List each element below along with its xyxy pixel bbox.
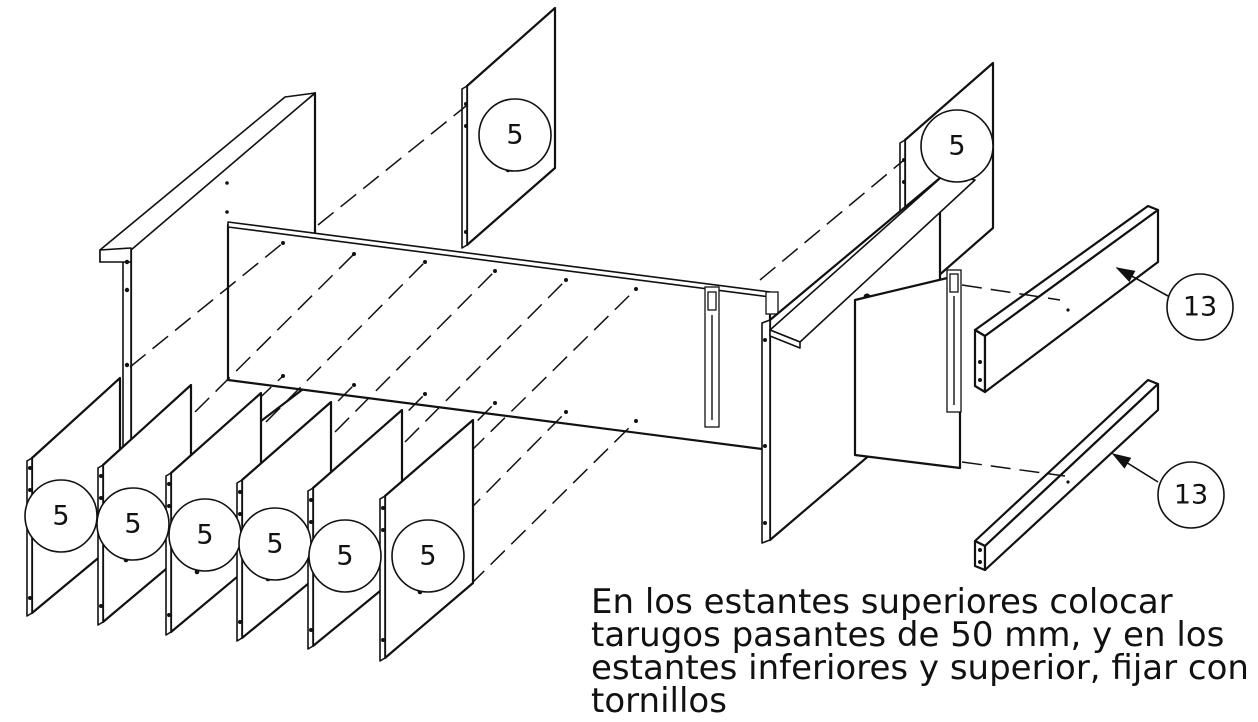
balloon-label: 5 bbox=[419, 541, 436, 572]
back-panel bbox=[226, 221, 779, 452]
balloon-label: 5 bbox=[336, 541, 353, 572]
balloon-shelf-upper-middle: 5 bbox=[478, 98, 552, 172]
balloon-label: 5 bbox=[266, 529, 283, 560]
drawer-front bbox=[853, 269, 962, 470]
balloon-shelf-3: 5 bbox=[168, 498, 242, 572]
assembly-instruction-text: En los estantes superiores colocar tarug… bbox=[591, 582, 1249, 721]
balloon-rail-upper: 13 bbox=[1115, 267, 1234, 341]
balloon-shelf-4: 5 bbox=[238, 507, 312, 581]
balloon-label: 13 bbox=[1183, 292, 1217, 323]
balloon-label: 5 bbox=[196, 520, 213, 551]
balloon-shelf-5: 5 bbox=[308, 519, 382, 593]
upper-rail bbox=[973, 204, 1160, 394]
lower-rail bbox=[973, 378, 1160, 572]
balloon-label: 5 bbox=[124, 509, 141, 540]
balloon-label: 5 bbox=[948, 131, 965, 162]
balloon-shelf-upper-right: 5 bbox=[920, 109, 994, 183]
balloon-shelf-2: 5 bbox=[96, 487, 170, 561]
balloon-shelf-6: 5 bbox=[391, 519, 465, 593]
balloon-shelf-1: 5 bbox=[24, 479, 98, 553]
balloon-label: 5 bbox=[506, 120, 523, 151]
balloon-rail-lower: 13 bbox=[1111, 453, 1225, 529]
balloon-label: 5 bbox=[52, 501, 69, 532]
balloon-label: 13 bbox=[1174, 480, 1208, 511]
